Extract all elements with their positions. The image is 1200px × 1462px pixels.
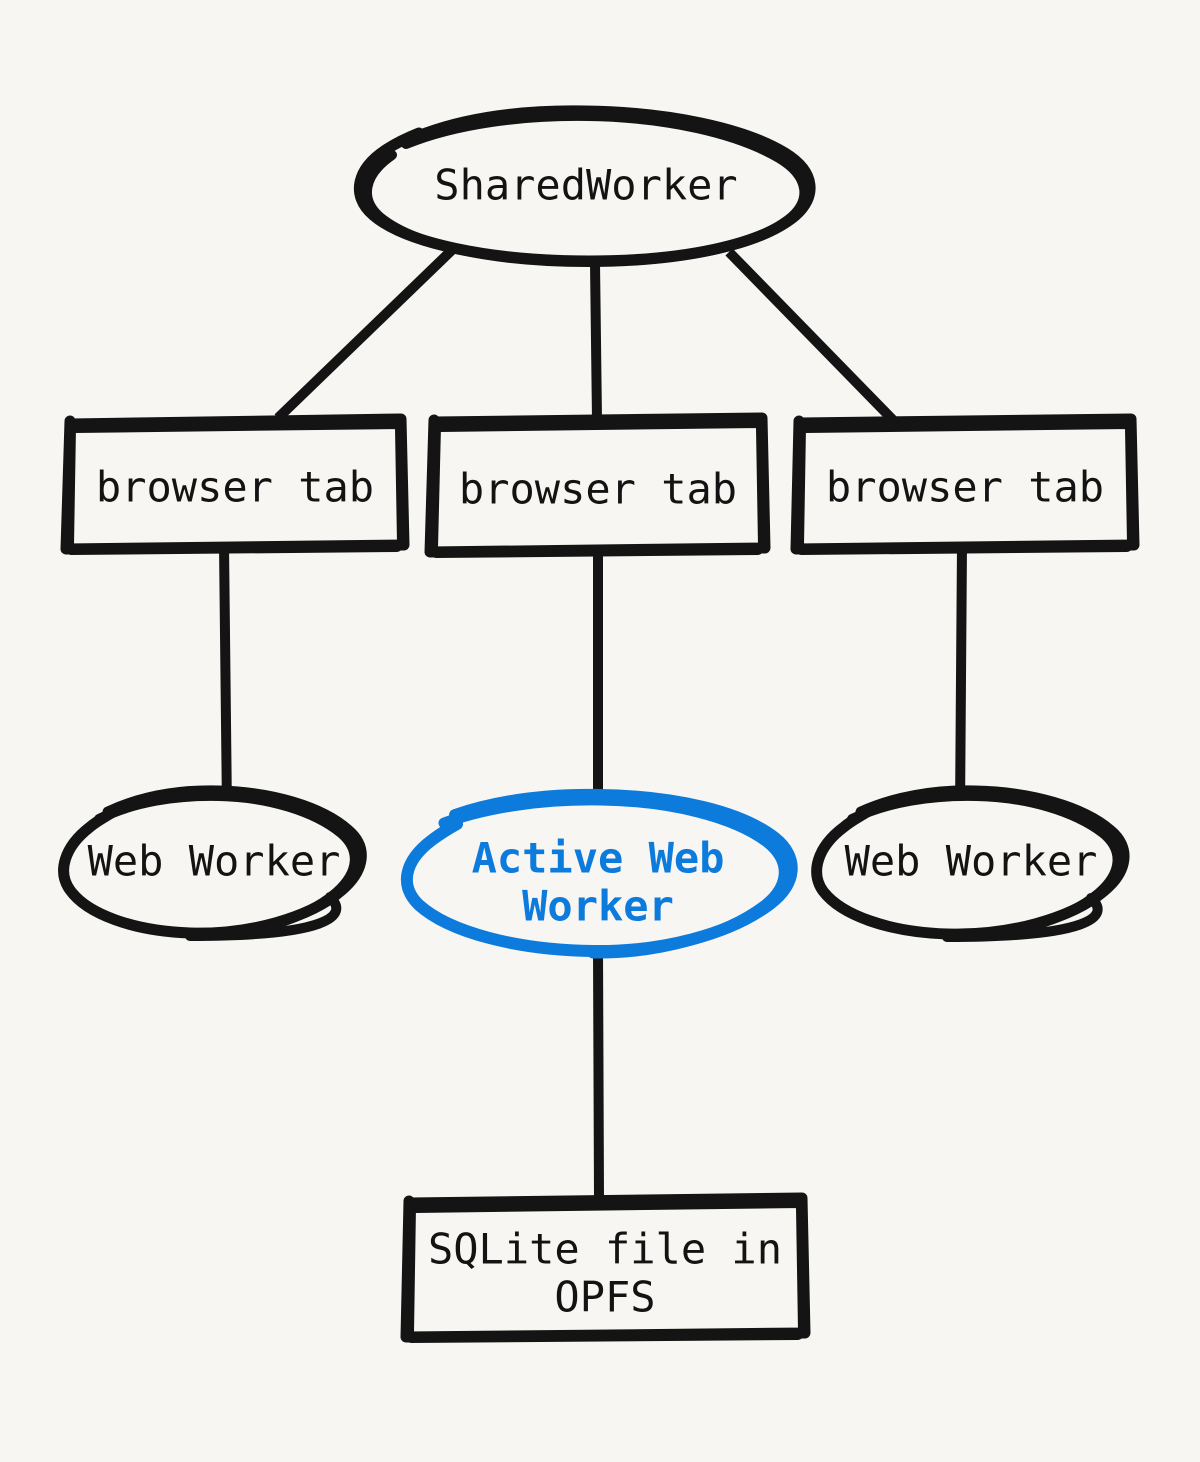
node-web-worker-left[interactable]: Web Worker bbox=[58, 785, 367, 942]
edge-group bbox=[219, 246, 967, 1201]
edge-browser-tab-right-to-web-worker-right bbox=[955, 544, 967, 813]
node-browser-tab-middle[interactable]: browser tab bbox=[424, 412, 771, 558]
browser-tab-middle-outline-second-pass bbox=[428, 418, 768, 558]
web-worker-left-ellipse-outline-second-pass bbox=[94, 790, 360, 942]
browser-tab-left-label: browser tab bbox=[96, 463, 374, 512]
active-web-worker-label-line1: Active Web bbox=[472, 834, 725, 883]
active-web-worker-label-line2: Worker bbox=[522, 882, 674, 931]
sqlite-file-outline-second-pass bbox=[404, 1198, 808, 1343]
active-web-worker-ellipse-fill bbox=[406, 797, 790, 953]
shared-worker-ellipse-fill bbox=[362, 112, 810, 260]
browser-tab-right-outline-second-pass bbox=[794, 419, 1137, 555]
node-web-worker-right[interactable]: Web Worker bbox=[811, 785, 1130, 943]
web-worker-right-ellipse-fill bbox=[820, 791, 1120, 935]
node-sqlite-file[interactable]: SQLite file in OPFS bbox=[400, 1192, 811, 1343]
node-browser-tab-right[interactable]: browser tab bbox=[790, 413, 1140, 555]
node-browser-tab-left[interactable]: browser tab bbox=[60, 413, 410, 555]
edge-sharedworker-to-browser-tab-middle bbox=[590, 262, 602, 421]
edge-sharedworker-to-browser-tab-right bbox=[725, 248, 897, 424]
browser-tab-middle-fill bbox=[432, 420, 763, 551]
browser-tab-right-label: browser tab bbox=[826, 463, 1104, 512]
browser-tab-left-outline-second-pass bbox=[64, 419, 407, 555]
browser-tab-right-fill bbox=[797, 420, 1133, 548]
edge-active-web-worker-to-sqlite-file bbox=[593, 949, 604, 1201]
browser-tab-left-fill bbox=[67, 420, 403, 548]
sqlite-file-label-line1: SQLite file in bbox=[428, 1225, 782, 1274]
edge-browser-tab-left-to-web-worker-left bbox=[219, 544, 232, 813]
node-shared-worker[interactable]: SharedWorker bbox=[353, 105, 816, 267]
shared-worker-label: SharedWorker bbox=[434, 161, 737, 210]
web-worker-right-label: Web Worker bbox=[845, 837, 1098, 886]
web-worker-right-ellipse-outline-second-pass bbox=[847, 790, 1123, 943]
edge-sharedworker-to-browser-tab-left bbox=[274, 246, 456, 422]
web-worker-left-label: Web Worker bbox=[88, 837, 341, 886]
active-web-worker-ellipse-outline-second-pass bbox=[438, 794, 790, 959]
shared-worker-ellipse-outline-second-pass bbox=[362, 110, 810, 267]
node-active-web-worker[interactable]: Active Web Worker bbox=[400, 788, 798, 959]
browser-tab-middle-label: browser tab bbox=[459, 465, 737, 514]
sqlite-file-fill bbox=[407, 1200, 803, 1335]
web-worker-left-ellipse-fill bbox=[68, 791, 358, 935]
sqlite-file-label-line2: OPFS bbox=[554, 1273, 655, 1322]
